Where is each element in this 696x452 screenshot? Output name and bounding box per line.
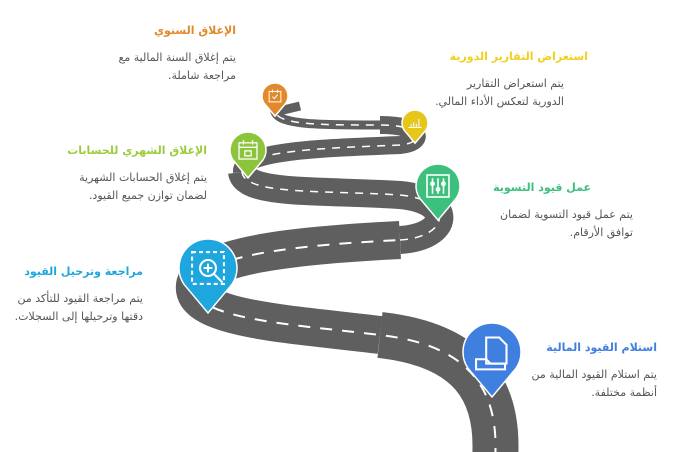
desc-line: يتم استلام القيود المالية من [531, 368, 657, 381]
pin-marker [178, 238, 238, 315]
step-description: يتم استعراض التقارير الدورية لتعكس الأداء… [435, 75, 564, 111]
step-description: يتم إغلاق الحسابات الشهرية لضمان توازن جم… [67, 169, 207, 205]
step-description: يتم عمل قيود التسوية لضمان توافق الأرقام. [493, 206, 633, 242]
desc-line: دقتها وترحيلها إلى السجلات. [14, 310, 143, 323]
zoom-in-selection-icon [191, 251, 225, 285]
desc-line: يتم مراجعة القيود للتأكد من [17, 292, 143, 305]
pin-marker [229, 131, 267, 180]
desc-line: مراجعة شاملة. [167, 69, 236, 82]
step-receive-entries: استلام القيود المالية يتم استلام القيود … [532, 340, 657, 402]
pin-marker [462, 322, 522, 399]
desc-line: أنظمة مختلفة. [591, 386, 657, 399]
step-title: الإغلاق الشهري للحسابات [67, 144, 207, 157]
step-monthly-close: الإغلاق الشهري للحسابات يتم إغلاق الحساب… [67, 143, 207, 205]
step-title: عمل قيود التسوية [493, 181, 591, 194]
step-title: استعراض التقارير الدورية [449, 50, 588, 63]
desc-line: يتم إغلاق السنة المالية مع [118, 51, 236, 64]
desc-line: لضمان توازن جميع القيود. [88, 189, 207, 202]
desc-line: توافق الأرقام. [569, 226, 633, 239]
pin-marker [401, 109, 429, 145]
desc-line: يتم عمل قيود التسوية لضمان [500, 208, 633, 221]
step-periodic-reports: استعراض التقارير الدورية يتم استعراض الت… [435, 49, 588, 111]
step-review-post: مراجعة وترحيل القيود يتم مراجعة القيود ل… [15, 264, 143, 326]
calendar-check-icon [268, 89, 282, 103]
desc-line: يتم استعراض التقارير [466, 77, 564, 90]
step-adjusting-entries: عمل قيود التسوية يتم عمل قيود التسوية لض… [493, 180, 633, 242]
sliders-icon [426, 174, 450, 198]
pin-marker [415, 163, 461, 222]
step-title: استلام القيود المالية [546, 341, 657, 354]
desc-line: يتم إغلاق الحسابات الشهرية [79, 171, 207, 184]
road-segment [233, 116, 426, 174]
step-description: يتم استلام القيود المالية من أنظمة مختلفة… [532, 366, 657, 402]
step-description: يتم إغلاق السنة المالية مع مراجعة شاملة. [119, 49, 236, 85]
step-title: مراجعة وترحيل القيود [24, 265, 143, 278]
road-segment [268, 101, 381, 130]
calendar-lock-icon [238, 140, 258, 160]
step-description: يتم مراجعة القيود للتأكد من دقتها وترحيله… [15, 290, 143, 326]
desc-line: الدورية لتعكس الأداء المالي. [435, 95, 564, 108]
step-annual-close: الإغلاق السنوي يتم إغلاق السنة المالية م… [119, 23, 236, 85]
document-tray-icon [475, 336, 508, 371]
pin-marker [261, 82, 289, 118]
bar-chart-icon [408, 119, 422, 129]
step-title: الإغلاق السنوي [153, 24, 236, 37]
